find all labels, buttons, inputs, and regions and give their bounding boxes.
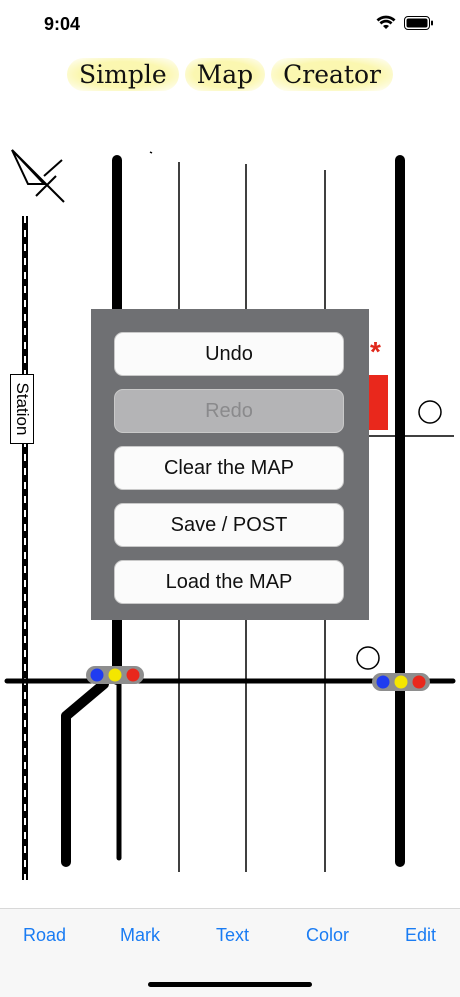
traffic-signal-right-icon (372, 673, 430, 691)
station-label-text: Station (13, 382, 32, 436)
traffic-signal-left-icon (86, 666, 144, 684)
edit-menu-panel: Undo Redo Clear the MAP Save / POST Load… (91, 309, 369, 620)
status-icons (376, 15, 434, 31)
circle-mark-upper (418, 400, 442, 424)
tab-road[interactable]: Road (23, 925, 67, 945)
save-post-button[interactable]: Save / POST (114, 503, 344, 547)
minor-roads (149, 151, 454, 872)
station-label: Station (10, 374, 34, 444)
tab-text[interactable]: Text (216, 925, 250, 945)
asterisk-mark: * (370, 336, 381, 367)
map-canvas[interactable] (0, 0, 460, 908)
load-map-button[interactable]: Load the MAP (114, 560, 344, 604)
redo-button[interactable]: Redo (114, 389, 344, 433)
clear-map-button[interactable]: Clear the MAP (114, 446, 344, 490)
undo-button[interactable]: Undo (114, 332, 344, 376)
tab-mark[interactable]: Mark (120, 925, 160, 945)
wifi-icon (376, 15, 396, 29)
status-time: 9:04 (44, 14, 81, 34)
red-building-mark (368, 375, 388, 430)
title-word-map: Map (184, 58, 266, 91)
tab-color[interactable]: Color (306, 925, 350, 945)
home-indicator[interactable] (148, 982, 312, 987)
north-arrow-icon (11, 149, 65, 203)
title-word-simple: Simple (67, 58, 179, 91)
circle-mark-lower (356, 646, 380, 670)
tab-edit[interactable]: Edit (405, 925, 437, 945)
status-bar: 9:04 (0, 0, 460, 50)
title-word-creator: Creator (271, 58, 393, 91)
app-title: Simple Map Creator (0, 58, 460, 91)
battery-icon (404, 16, 433, 30)
